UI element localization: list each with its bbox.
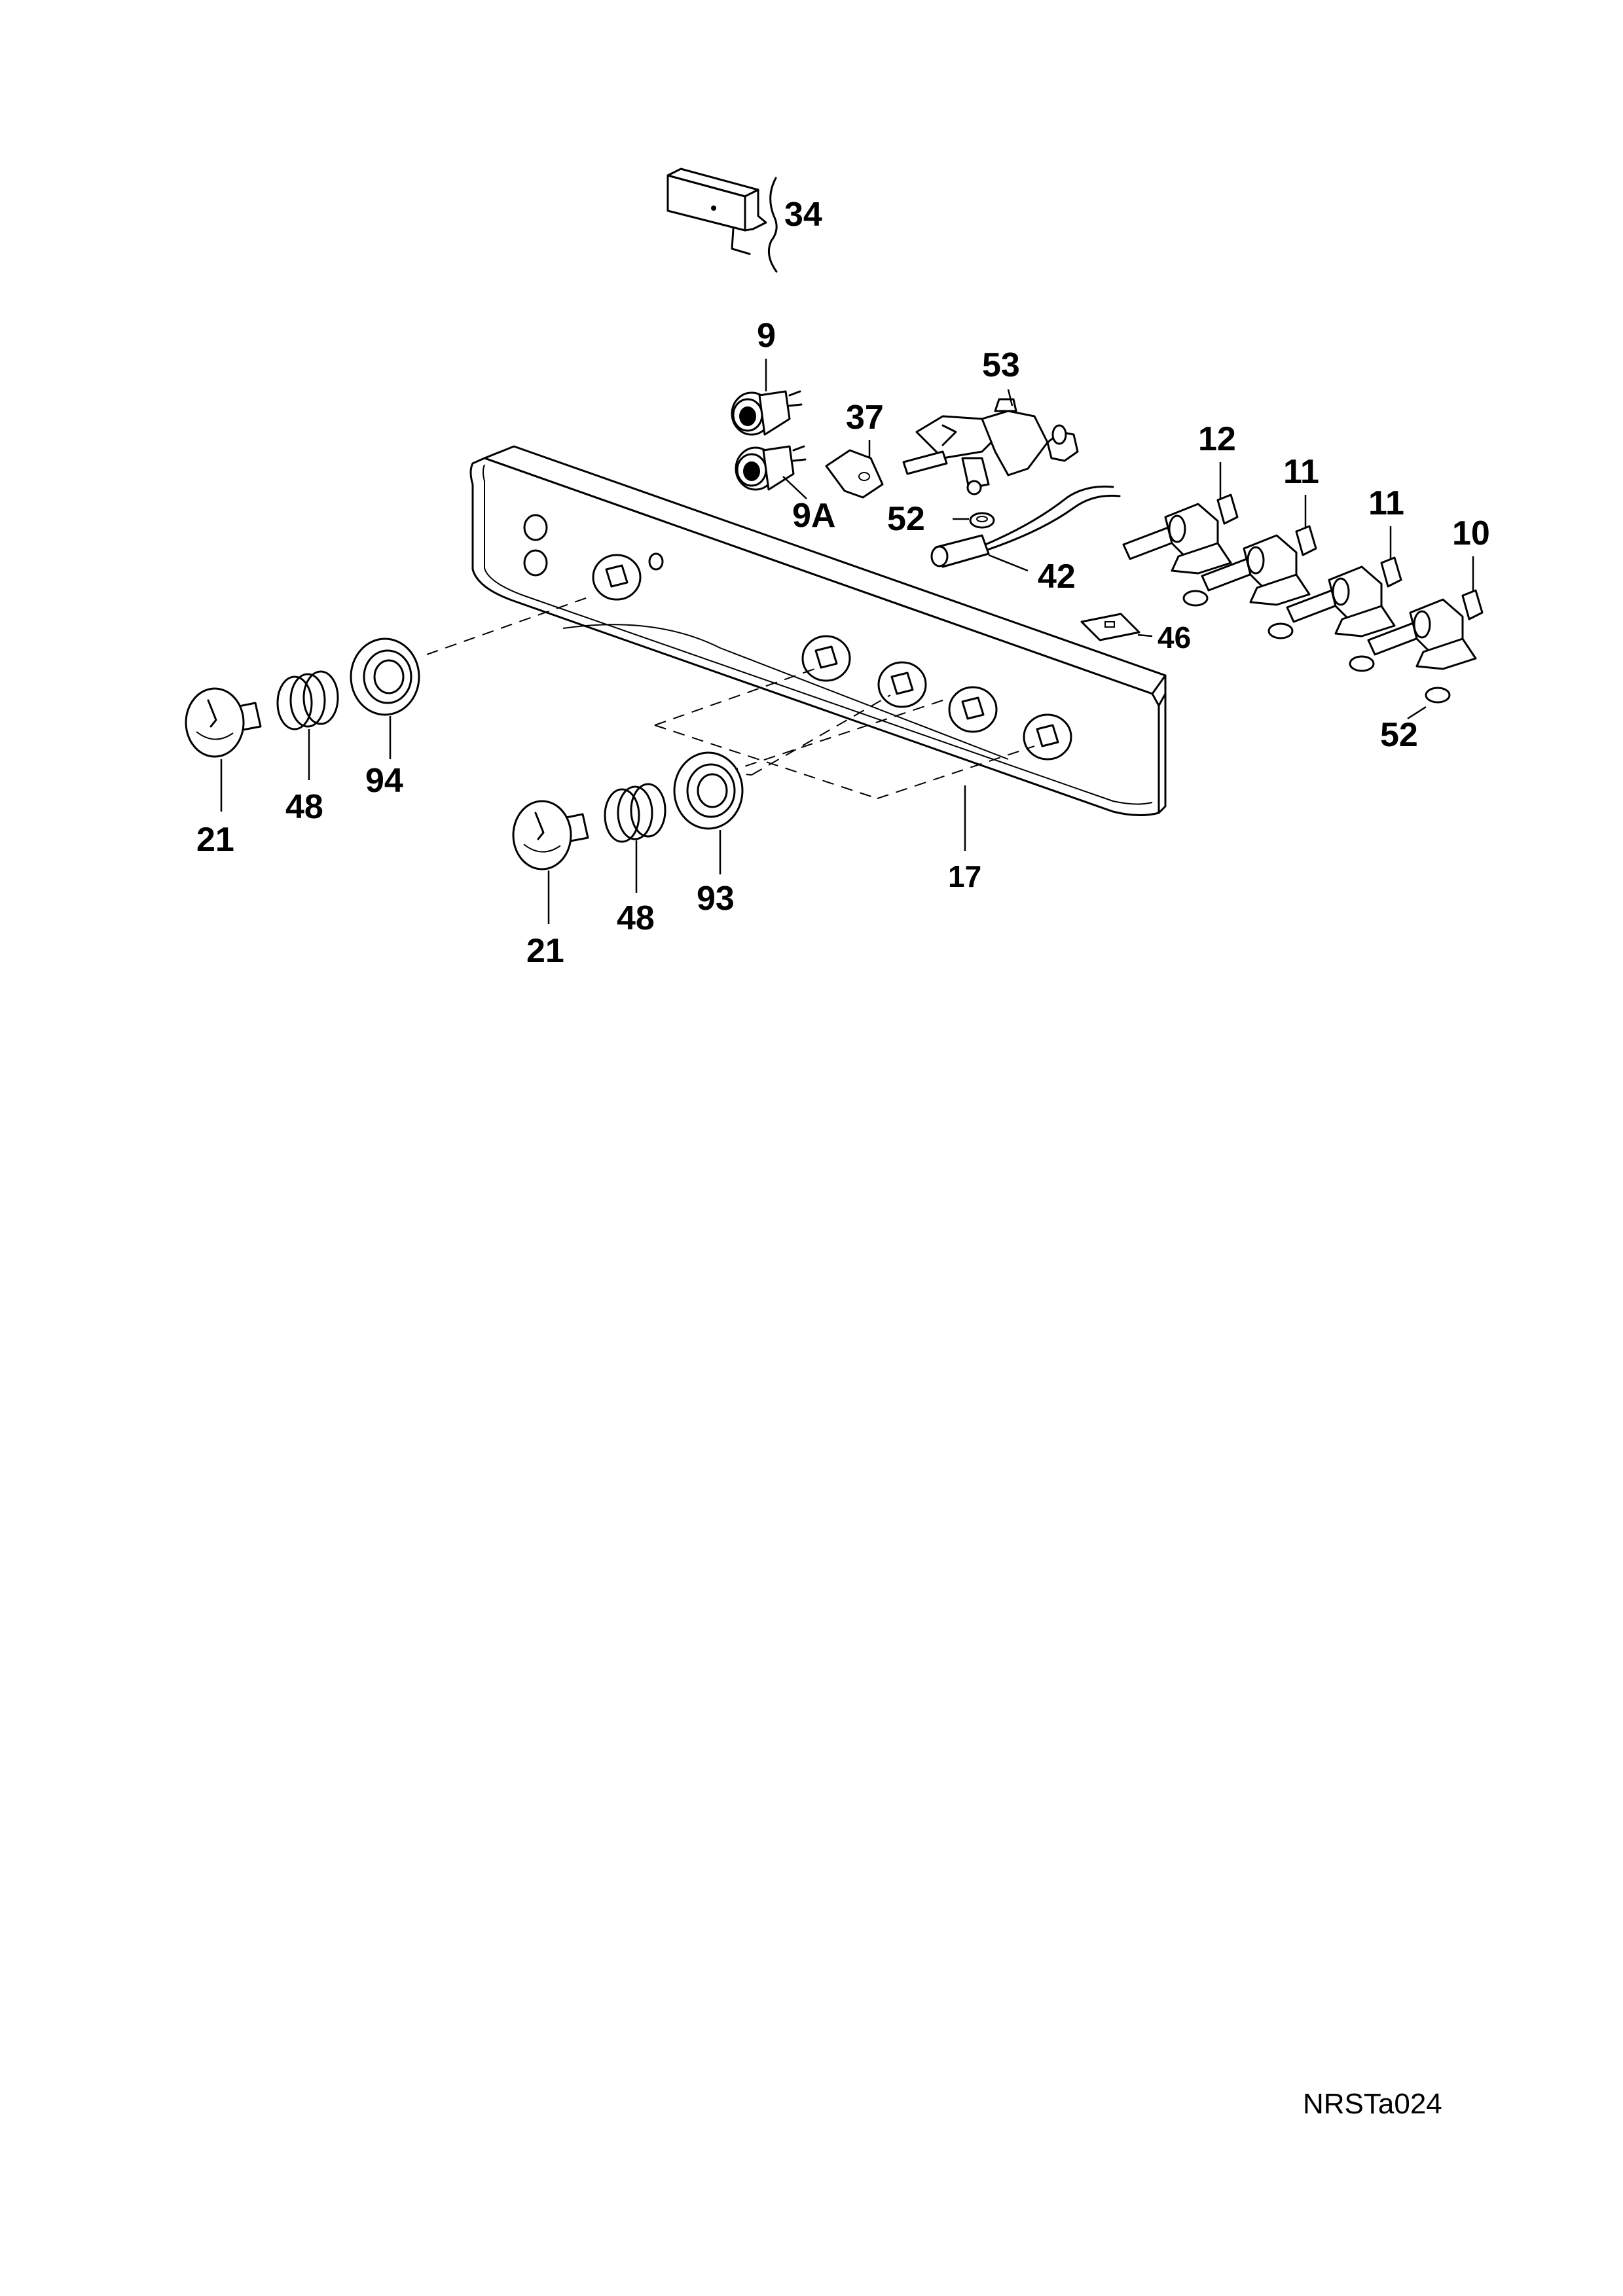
drawing-reference-code: NRSTa024 [1303, 2088, 1442, 2120]
spring-48-lower-part [604, 783, 666, 843]
label-93: 93 [697, 880, 735, 918]
label-9: 9 [757, 317, 776, 355]
label-21-lower: 21 [526, 932, 564, 970]
label-46: 46 [1158, 620, 1191, 655]
label-12: 12 [1198, 420, 1236, 458]
label-48-lower: 48 [617, 899, 655, 937]
label-11b: 11 [1368, 484, 1404, 522]
label-52-upper: 52 [887, 500, 925, 538]
label-10: 10 [1452, 514, 1490, 552]
bezel-ring-93-part [673, 751, 744, 830]
indicator-lamp-part [731, 390, 803, 436]
bezel-ring-94-part [350, 637, 420, 716]
washer-52-upper-part [969, 512, 995, 529]
control-knob-21-left-part [185, 687, 262, 758]
control-panel-fascia [469, 445, 1167, 817]
burner-tap-11b-part [1286, 556, 1402, 637]
label-53: 53 [982, 346, 1020, 384]
label-21-left: 21 [196, 821, 234, 859]
clip-37-part [825, 449, 884, 499]
burner-tap-10-part [1367, 589, 1484, 670]
clip-46-part [1080, 613, 1140, 641]
label-94: 94 [365, 762, 403, 800]
thermocouple-probe-part [930, 485, 1121, 568]
label-37: 37 [846, 399, 884, 437]
control-knob-21-lower-part [512, 800, 589, 870]
label-11a: 11 [1283, 453, 1319, 491]
bracket-clip-part [666, 168, 778, 273]
tap-washers [1182, 590, 1451, 704]
spring-48-left-part [276, 670, 339, 730]
gas-valve-part [902, 398, 1079, 495]
label-34: 34 [784, 196, 822, 234]
label-42: 42 [1038, 558, 1076, 596]
label-52-lower: 52 [1380, 716, 1418, 754]
burner-tap-11a-part [1201, 525, 1317, 606]
label-48-left: 48 [285, 788, 323, 826]
label-17: 17 [948, 859, 981, 893]
indicator-lamp-9a-part [735, 445, 807, 491]
burner-tap-12-part [1122, 493, 1239, 575]
label-9a: 9A [792, 497, 835, 535]
